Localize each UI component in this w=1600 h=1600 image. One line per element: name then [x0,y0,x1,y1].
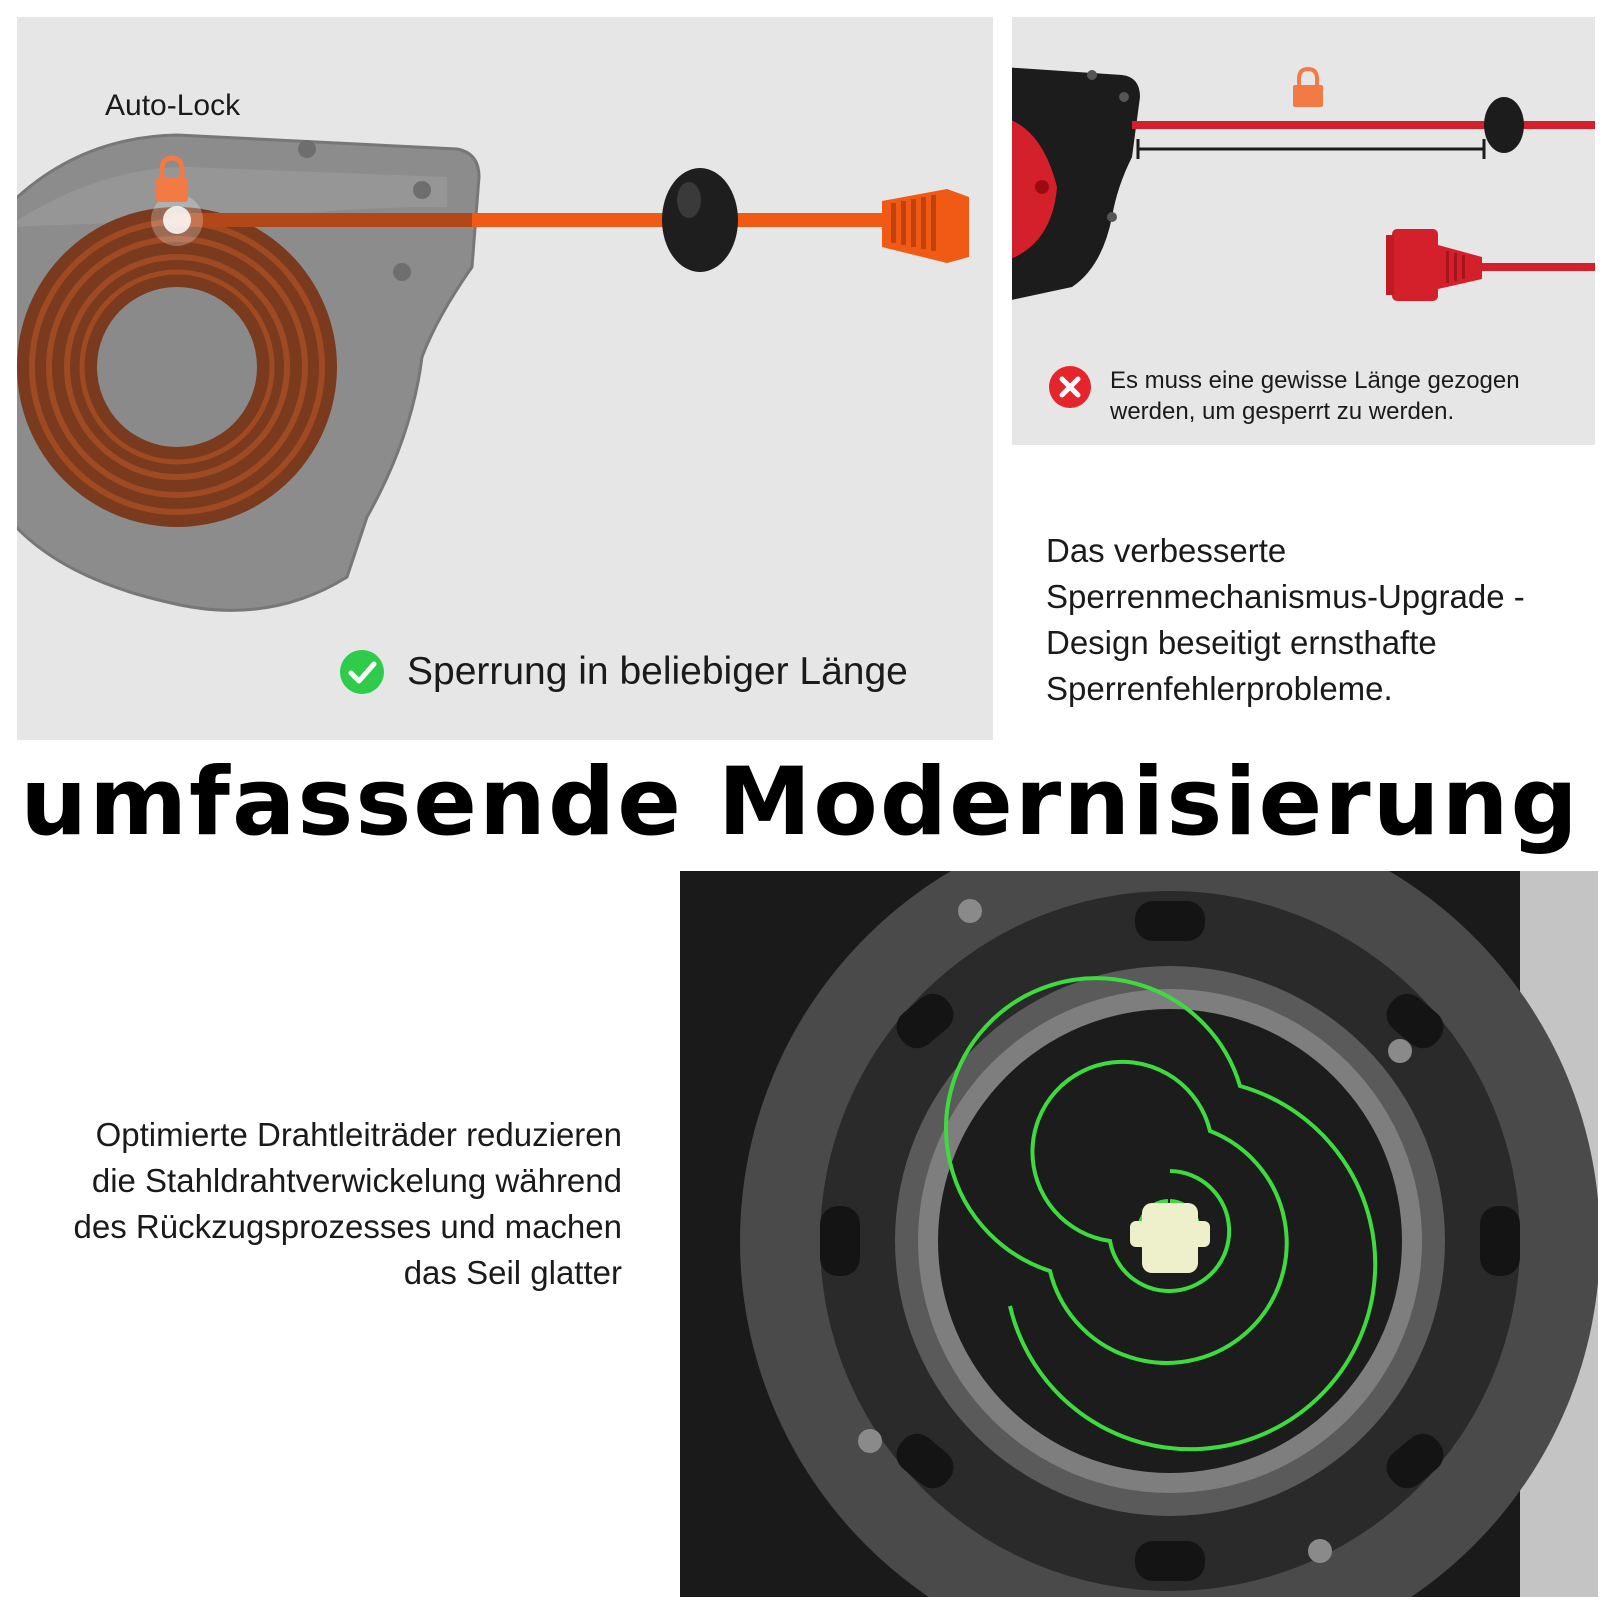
conventional-lock-panel: Es muss eine gewisse Länge gezogen werde… [1012,17,1595,445]
red-plug [1386,229,1595,301]
ring-slots [820,901,1520,1581]
reel-illustration [17,133,969,612]
must-pull-length-text: Es muss eine gewisse Länge gezogen werde… [1110,367,1520,425]
must-pull-length-row: Es muss eine gewisse Länge gezogen werde… [1048,365,1570,427]
cable-stopper [1484,97,1524,153]
cross-circle-icon [1049,366,1091,408]
housing-bolt [393,263,411,281]
housing-bolt [413,181,431,199]
lock-any-length-text: Sperrung in beliebiger Länge [407,650,908,693]
spring-closeup-panel [680,871,1598,1597]
reel-housing [1012,67,1140,300]
housing-bolt [298,140,316,158]
check-circle-icon [340,650,384,694]
upgrade-description: Das verbesserte Sperrenmechanismus-Upgra… [1046,532,1525,707]
lock-icon [1293,66,1323,107]
red-reel-face [1012,120,1057,259]
wire-guide-description: Optimierte Drahtleiträder reduzieren die… [73,1116,622,1291]
main-heading: umfassende Modernisierung [20,748,1580,857]
reel-hub [97,287,257,447]
autolock-label: Auto-Lock [105,89,241,122]
cable-stopper [662,168,738,272]
autolock-panel: Auto-Lock Sperrung in beliebiger Länge [17,17,993,740]
required-length-marker [1136,139,1486,159]
spring-illustration [680,871,1598,1597]
red-cable [1132,121,1595,129]
lock-any-length-row: Sperrung in beliebiger Länge [339,649,908,695]
conventional-reel-illustration [1012,66,1595,301]
lock-icon [156,155,188,202]
